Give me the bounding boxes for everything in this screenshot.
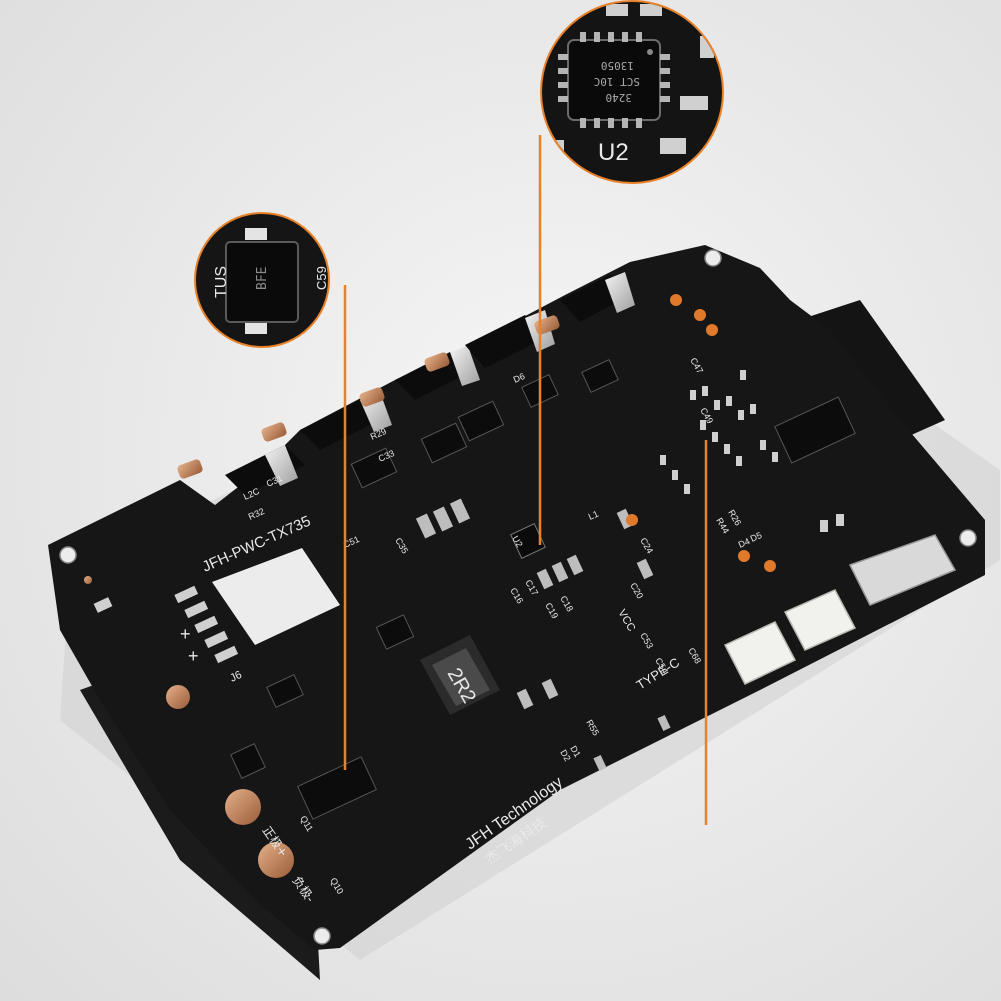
inductor-2r2: 2R2: [420, 635, 500, 715]
jst-connectors: [723, 534, 957, 685]
ic-chips: [230, 359, 856, 820]
reference-designator: D4: [737, 536, 752, 550]
copper-pad: [166, 685, 190, 709]
mounting-hole: [959, 529, 977, 547]
mounting-hole: [59, 546, 77, 564]
j6-label: J6: [228, 669, 244, 685]
transistor: [359, 346, 480, 407]
reference-designator: U2: [510, 534, 524, 549]
u2-designator: U2: [598, 139, 629, 166]
u2-zoom-callout: 3240 SCT 10C 13050 U2: [540, 0, 724, 184]
u2-chip-marking-line: 3240: [606, 91, 633, 104]
orange-dots: [626, 294, 776, 572]
reference-designator: D5: [749, 530, 764, 544]
plus-sign: +: [188, 646, 199, 666]
component-cluster: [660, 370, 844, 532]
copper-pad: [84, 576, 92, 584]
reference-designator: D1: [568, 744, 582, 759]
negative-terminal-pad: [258, 842, 294, 878]
tus-edge-label: C59: [314, 266, 329, 290]
mounting-hole: [313, 927, 331, 945]
positive-terminal-pad: [225, 789, 261, 825]
u2-chip-marking-line: SCT 10C: [594, 75, 640, 88]
tus-chip-marking: BFE: [255, 267, 270, 290]
u2-chip-marking-line: 13050: [601, 59, 634, 72]
reference-designator: D2: [558, 748, 572, 763]
reference-designator: D6: [512, 371, 527, 385]
transistor-row: [177, 272, 635, 495]
left-connector-strip: [93, 585, 239, 664]
tus-zoom-callout: BFE TUS C59: [194, 212, 330, 348]
mounting-hole: [704, 249, 722, 267]
tus-side-label: TUS: [213, 266, 230, 298]
smd-passives: [415, 498, 671, 772]
reference-designator: L1: [587, 509, 600, 522]
transistor: [177, 445, 305, 495]
right-connector-block: [805, 300, 945, 440]
board-cutout: [212, 548, 340, 645]
pcb-board: [48, 245, 985, 950]
plus-sign: +: [180, 624, 191, 644]
